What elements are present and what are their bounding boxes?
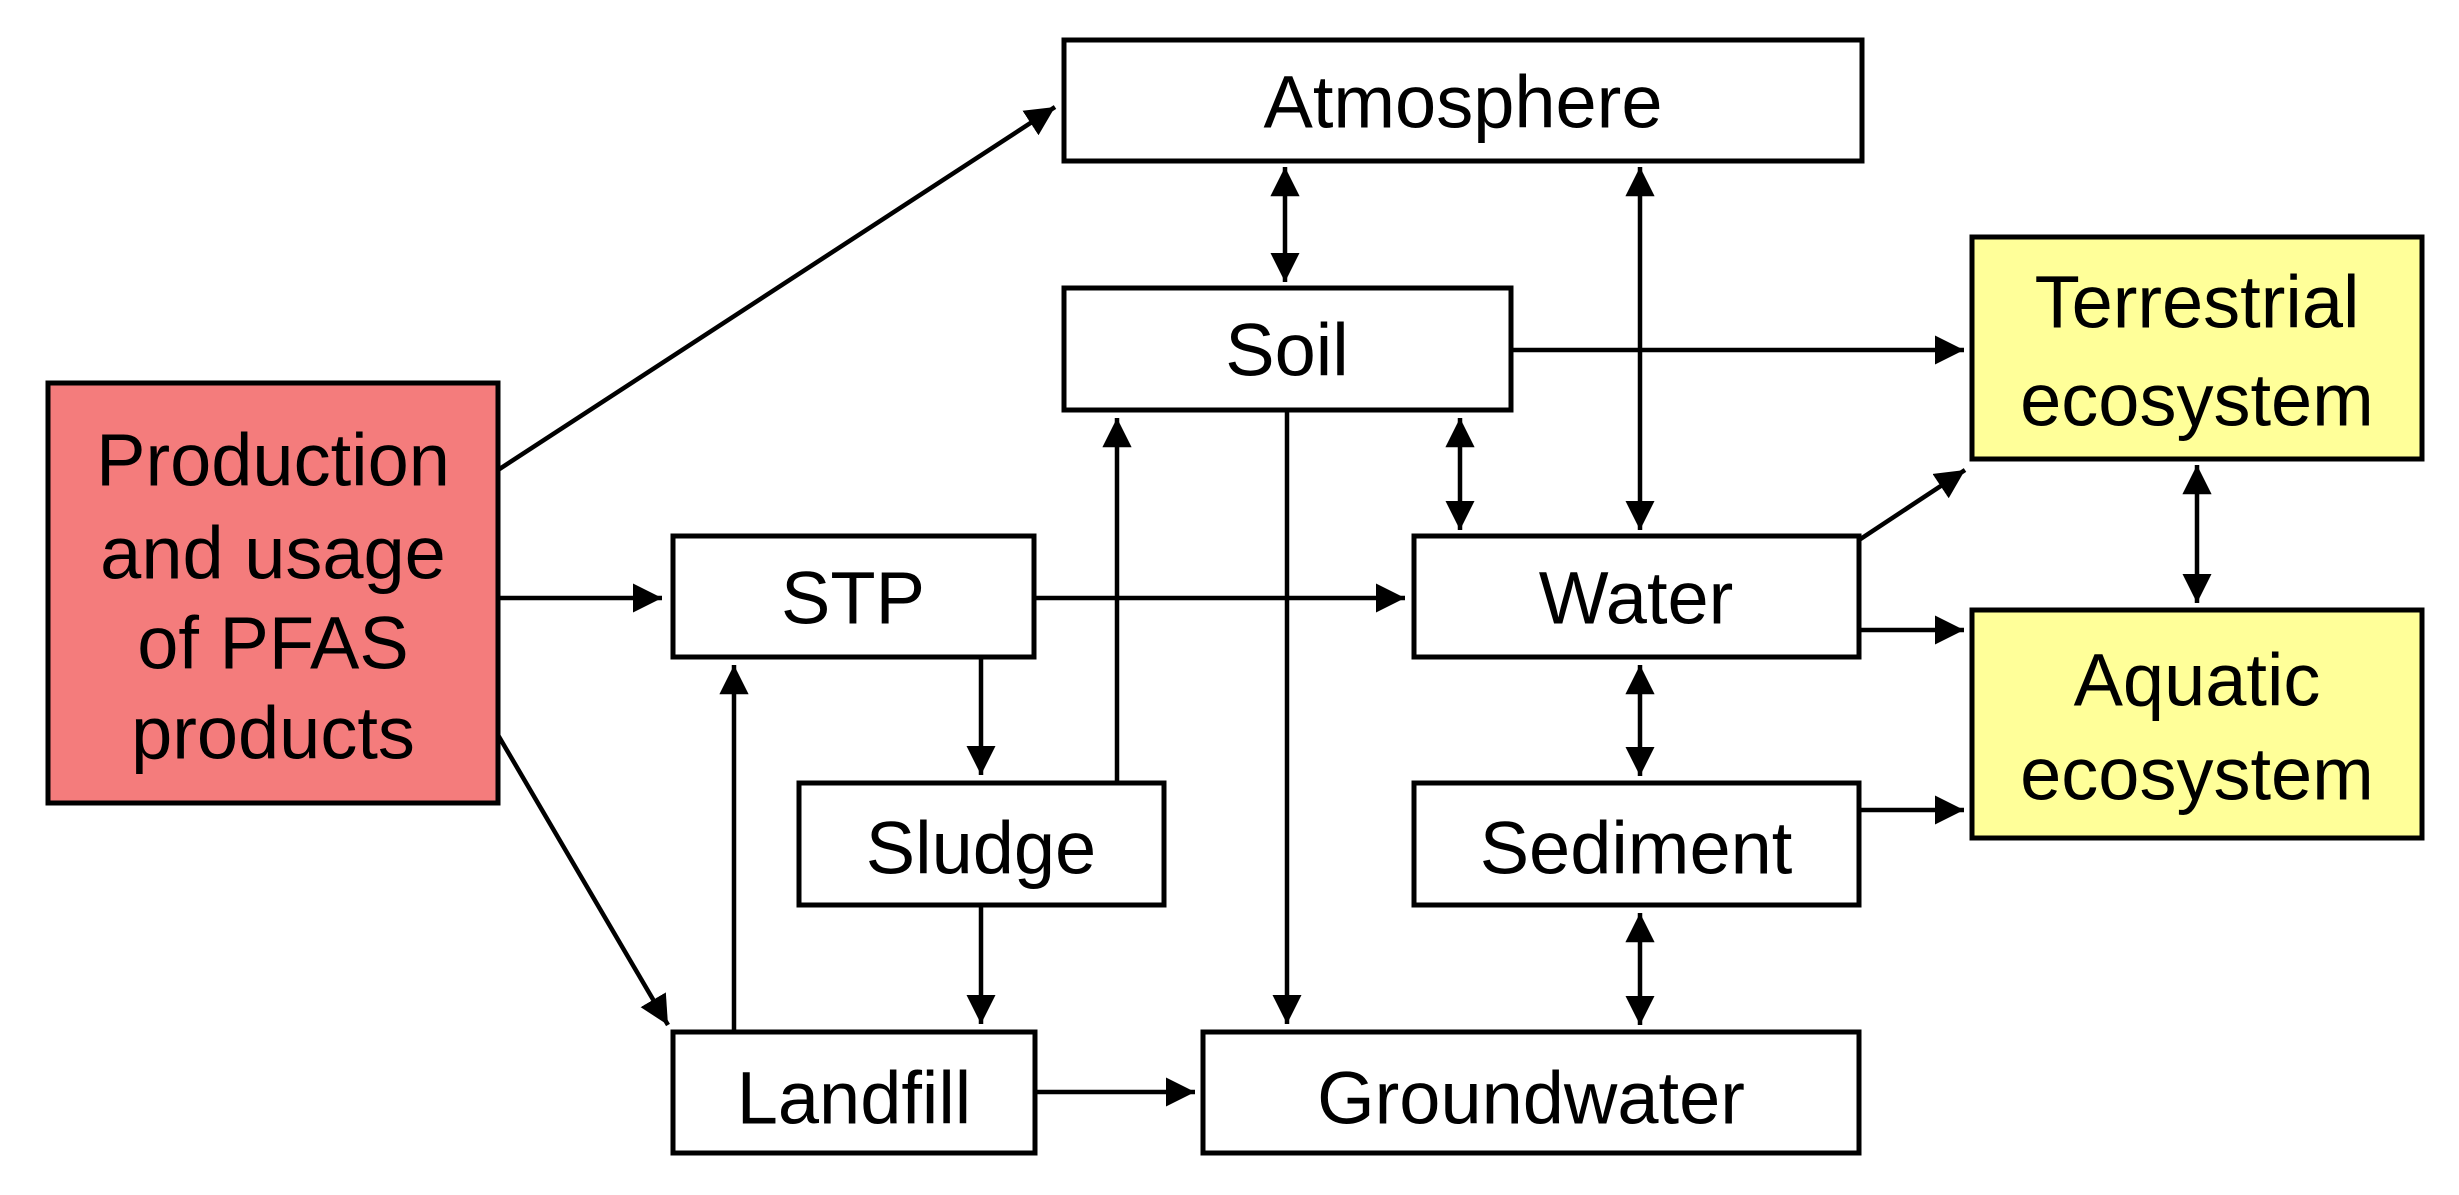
source-label-line-3: of PFAS	[137, 602, 408, 685]
terrestrial-label-line-2: ecosystem	[2020, 359, 2374, 442]
node-groundwater: Groundwater	[1200, 1029, 1862, 1156]
soil-box	[1061, 285, 1514, 413]
sludge-label: Sludge	[866, 807, 1096, 890]
edge-source-to-atmosphere	[496, 105, 1057, 472]
landfill-label: Landfill	[737, 1057, 972, 1140]
node-terrestrial-ecosystem: Terrestrial ecosystem	[1969, 234, 2425, 462]
edge-layer	[496, 105, 2212, 1107]
node-layer: Production and usage of PFAS products At…	[45, 37, 2425, 1156]
groundwater-label: Groundwater	[1317, 1057, 1745, 1140]
node-source: Production and usage of PFAS products	[45, 380, 501, 806]
terrestrial-label-line-1: Terrestrial	[2035, 261, 2360, 344]
aquatic-label-line-1: Aquatic	[2074, 639, 2321, 722]
source-label-line-1: Production	[96, 419, 450, 502]
water-label: Water	[1539, 557, 1734, 640]
node-landfill: Landfill	[670, 1029, 1038, 1156]
stp-label: STP	[781, 557, 925, 640]
source-label-line-4: products	[131, 692, 415, 775]
aquatic-ecosystem-box	[1969, 607, 2425, 841]
atmosphere-box	[1061, 37, 1865, 164]
atmosphere-label: Atmosphere	[1264, 61, 1663, 144]
groundwater-box	[1200, 1029, 1862, 1156]
source-box	[45, 380, 501, 806]
edge-water-to-terrestrial	[1857, 468, 1967, 542]
edge-source-to-landfill	[496, 733, 670, 1027]
sediment-label: Sediment	[1480, 807, 1793, 890]
node-water: Water	[1411, 533, 1862, 660]
soil-label: Soil	[1225, 309, 1348, 392]
sediment-box	[1411, 780, 1862, 908]
node-sediment: Sediment	[1411, 780, 1862, 908]
stp-box	[670, 533, 1037, 660]
landfill-box	[670, 1029, 1038, 1156]
water-box	[1411, 533, 1862, 660]
terrestrial-ecosystem-box	[1969, 234, 2425, 462]
node-soil: Soil	[1061, 285, 1514, 413]
node-aquatic-ecosystem: Aquatic ecosystem	[1969, 607, 2425, 841]
node-atmosphere: Atmosphere	[1061, 37, 1865, 164]
source-label-line-2: and usage	[100, 512, 446, 595]
node-stp: STP	[670, 533, 1037, 660]
aquatic-label-line-2: ecosystem	[2020, 733, 2374, 816]
sludge-box	[796, 780, 1167, 908]
node-sludge: Sludge	[796, 780, 1167, 908]
